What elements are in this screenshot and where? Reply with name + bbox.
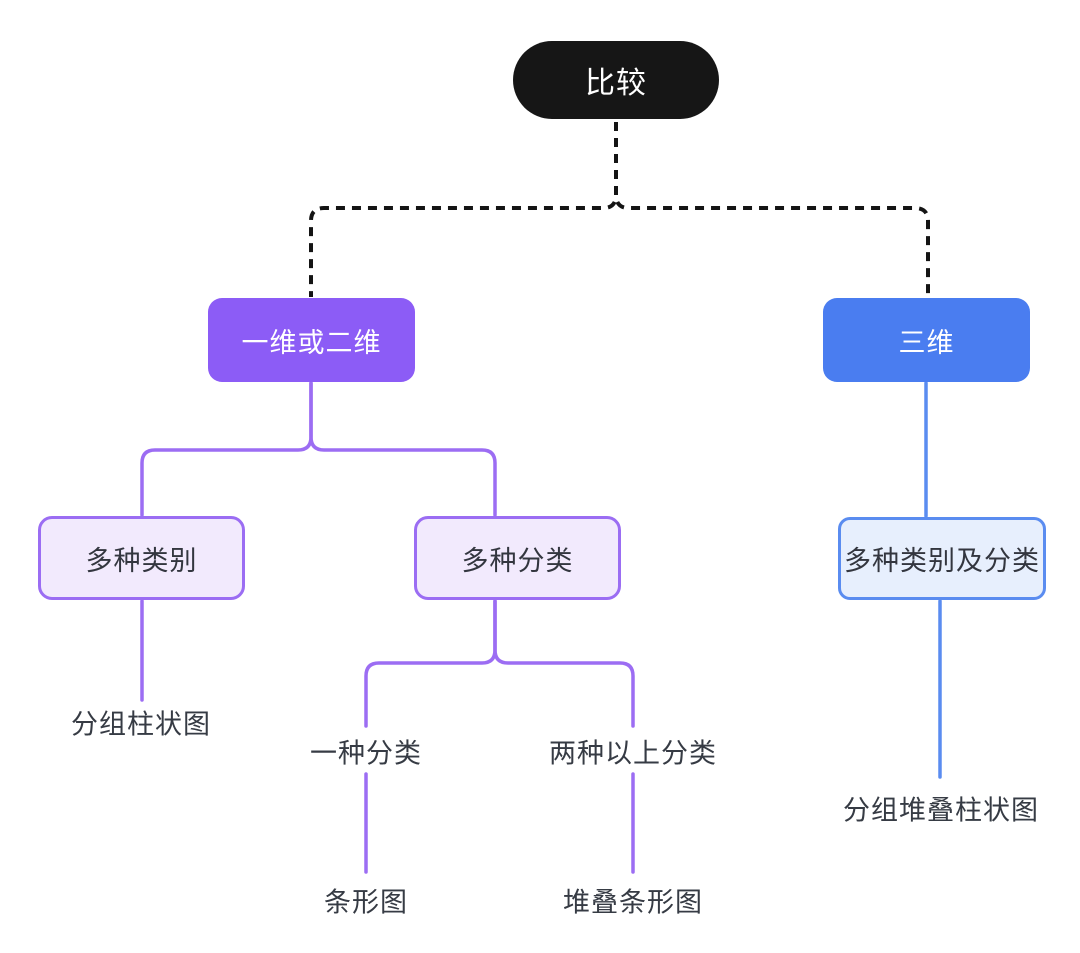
node-multi-class[interactable]: 多种分类: [414, 516, 621, 600]
connector-multi-class-to-two-plus-class: [493, 599, 635, 728]
node-three-dim[interactable]: 三维: [823, 298, 1030, 382]
leaf-stacked-bar-chart[interactable]: 堆叠条形图: [563, 887, 703, 918]
connector-root-to-one-or-two-dim: [309, 122, 618, 297]
node-multi-category-and-class[interactable]: 多种类别及分类: [838, 517, 1046, 600]
connector-one-or-two-dim-to-multi-class: [309, 381, 497, 517]
leaf-bar-chart[interactable]: 条形图: [324, 887, 408, 918]
leaf-grouped-bar-chart[interactable]: 分组柱状图: [71, 709, 211, 740]
connector-one-or-two-dim-to-multi-category: [140, 381, 313, 517]
leaf-two-plus-classifications[interactable]: 两种以上分类: [549, 738, 717, 769]
connector-root-to-three-dim: [614, 122, 930, 297]
leaf-grouped-stacked-bar-chart[interactable]: 分组堆叠柱状图: [843, 795, 1039, 826]
leaf-one-classification[interactable]: 一种分类: [310, 738, 422, 769]
node-root-compare[interactable]: 比较: [513, 41, 719, 119]
node-multi-category[interactable]: 多种类别: [38, 516, 245, 600]
node-one-or-two-dim[interactable]: 一维或二维: [208, 298, 415, 382]
connector-multi-class-to-one-class: [364, 599, 497, 728]
